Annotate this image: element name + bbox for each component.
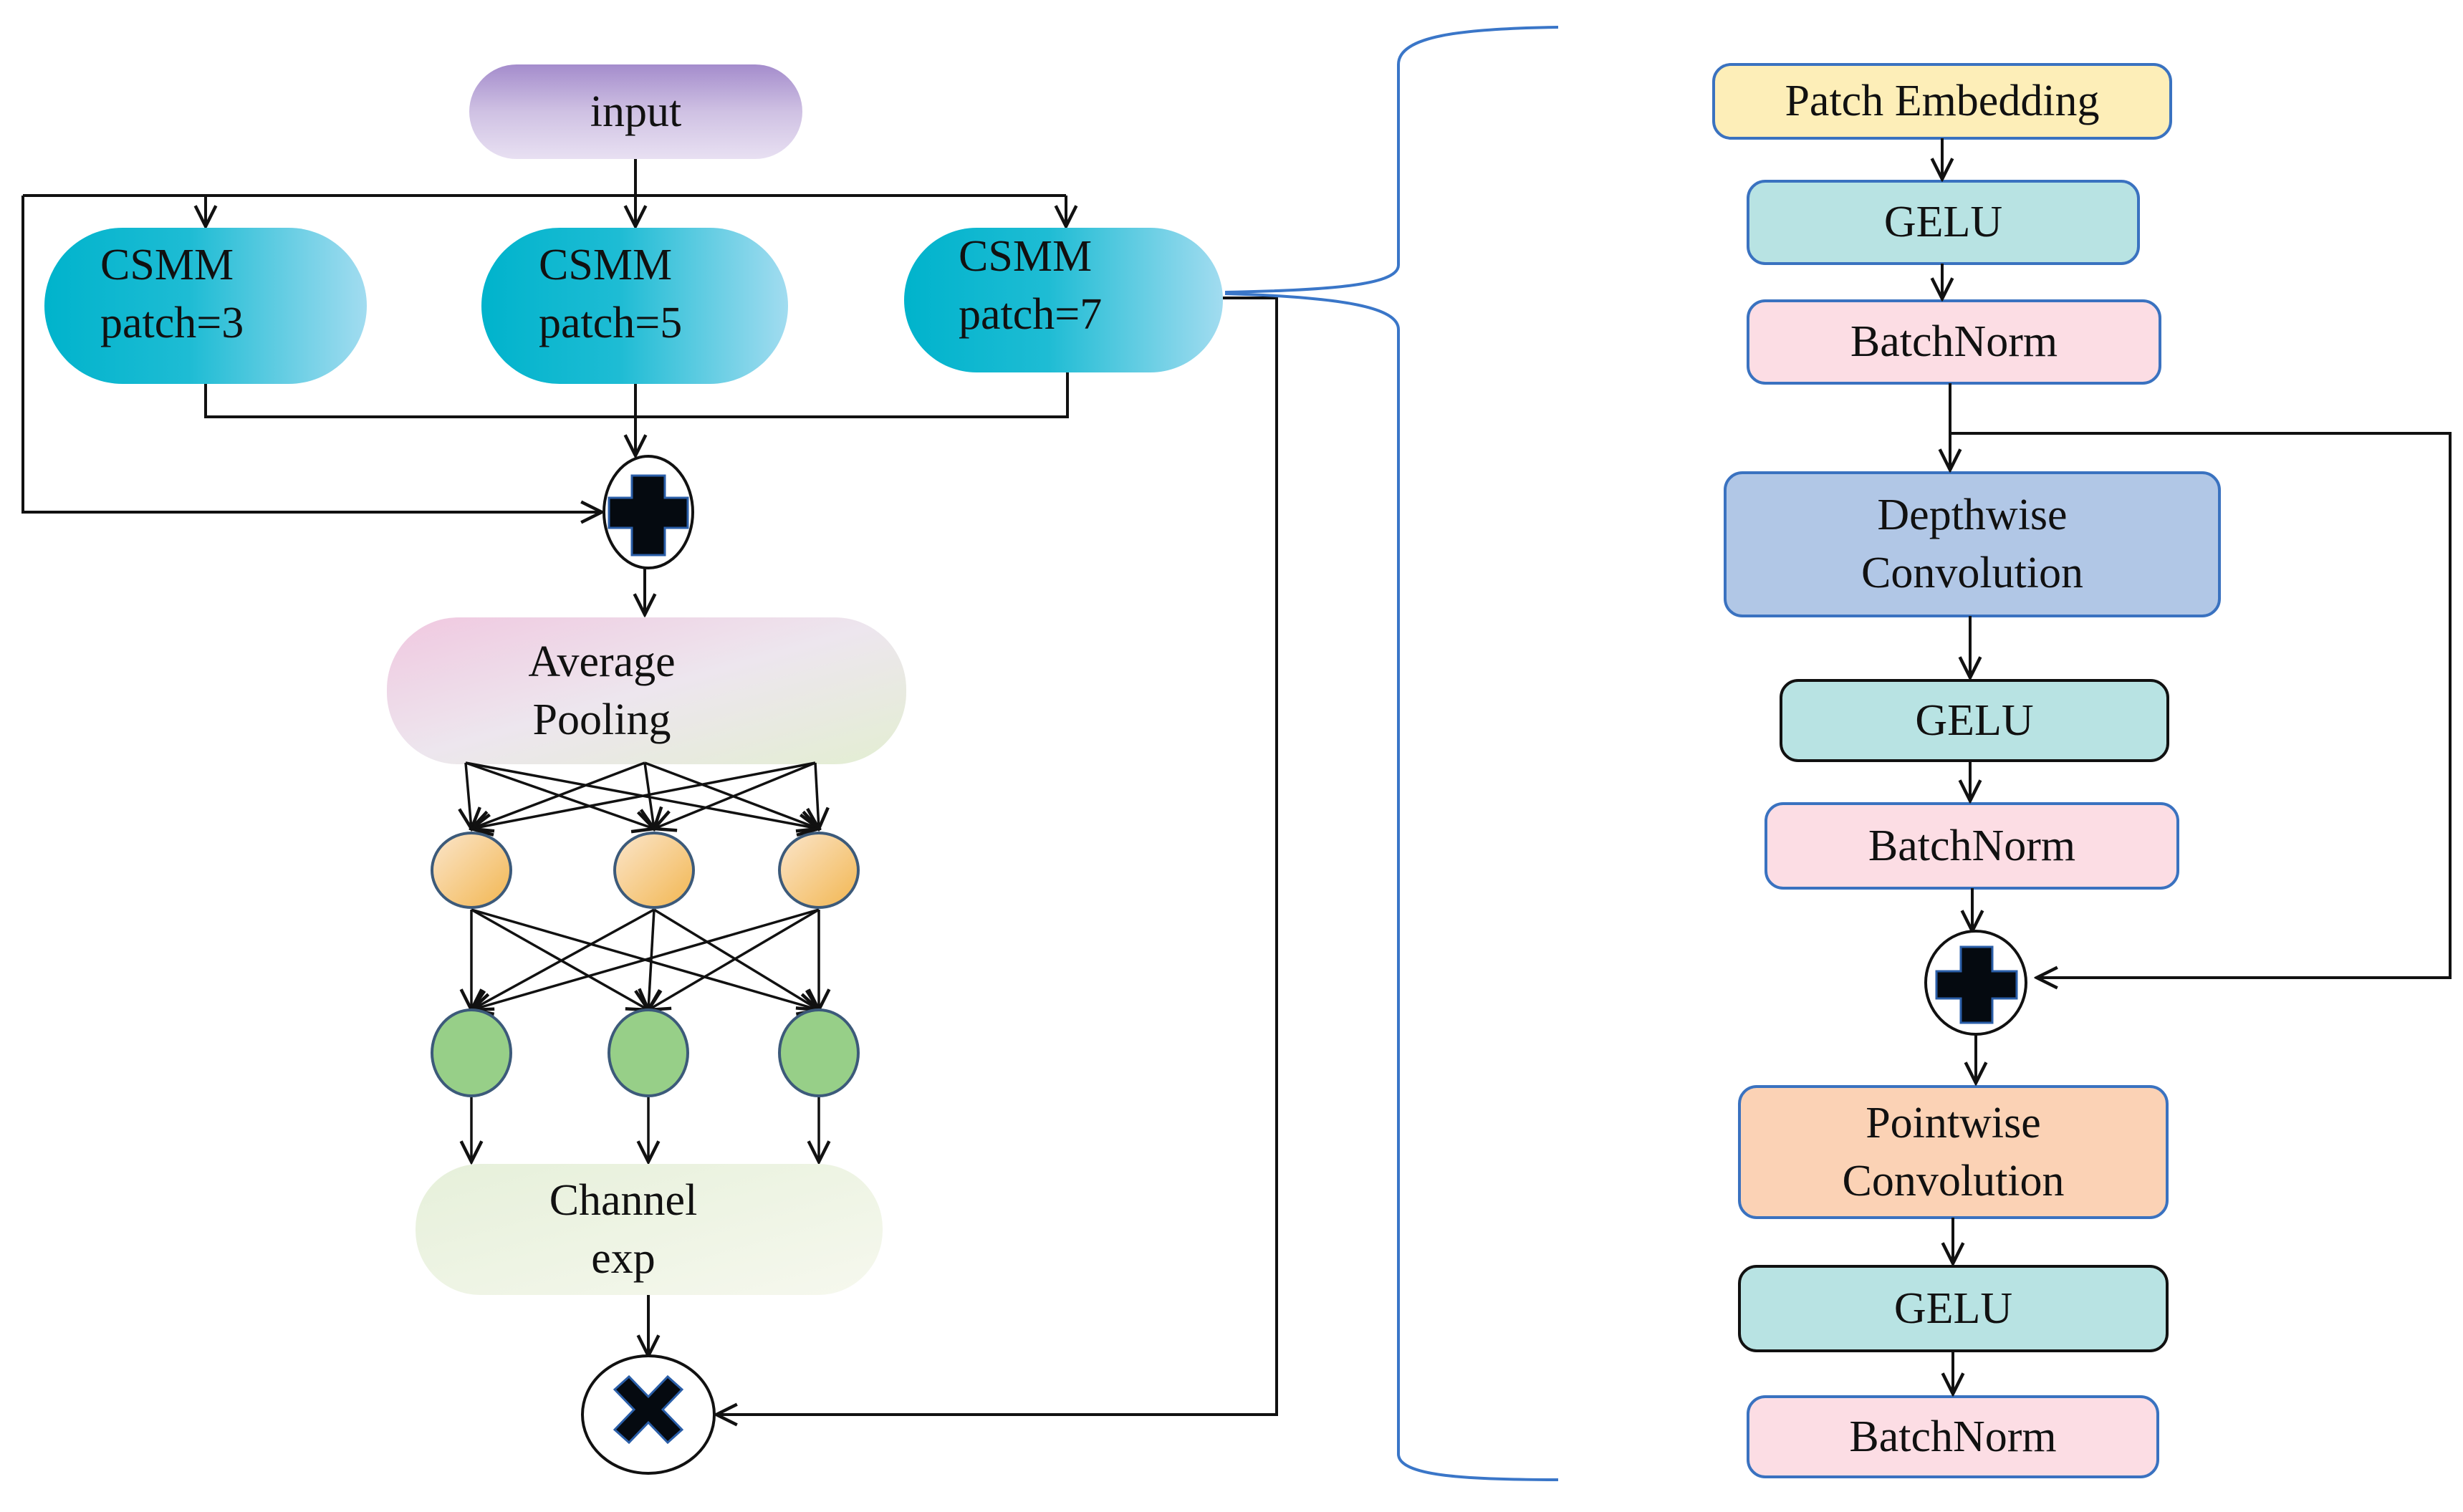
hidden-neuron <box>613 832 695 909</box>
multiply-icon <box>613 1374 684 1445</box>
multiply-operation <box>581 1354 716 1475</box>
channel-exp-node <box>416 1164 883 1295</box>
csmm-label-patch7: CSMM patch=7 <box>959 228 1216 368</box>
fc-nodes <box>431 832 860 1097</box>
fc-edge <box>653 908 819 1010</box>
csmm-label-patch3: CSMM patch=3 <box>100 236 358 380</box>
fc-edge <box>471 908 655 1010</box>
output-neuron <box>608 1008 689 1097</box>
fc-edge <box>471 761 645 829</box>
csmm-node-patch3 <box>44 228 367 384</box>
block-norm <box>1747 299 2161 385</box>
hidden-neuron <box>778 832 860 909</box>
block-label-activation: GELU <box>1893 1284 2013 1333</box>
fc-edge <box>648 908 820 1010</box>
output-neuron <box>778 1008 860 1097</box>
block-depthwise <box>1724 471 2221 617</box>
left-module <box>21 64 1278 1475</box>
plus-icon <box>1935 945 2018 1024</box>
csmm-param: patch=7 <box>959 289 1103 339</box>
fc-edge <box>471 908 820 1010</box>
block-label-norm: BatchNorm <box>1850 317 2058 367</box>
expansion-brace <box>1224 26 1559 1481</box>
block-label-norm: BatchNorm <box>1868 821 2076 870</box>
csmm-label-patch5: CSMM patch=5 <box>539 236 782 380</box>
hidden-neuron <box>431 832 512 909</box>
skip-connector <box>21 196 602 512</box>
right-module <box>1712 63 2452 1478</box>
channel-exp-label: Channel exp <box>549 1175 698 1283</box>
average-pooling-node <box>387 617 906 764</box>
block-label-activation: GELU <box>1883 198 2003 247</box>
input-node <box>469 64 802 159</box>
csmm-name: CSMM <box>959 232 1093 281</box>
add-operation <box>602 455 694 569</box>
add-operation <box>1924 930 2027 1036</box>
csmm-param: patch=3 <box>100 298 244 347</box>
skip-connector <box>1950 432 2452 978</box>
csmm-param: patch=5 <box>539 298 683 347</box>
output-neuron <box>431 1008 512 1097</box>
block-norm <box>1747 1395 2159 1478</box>
csmm-name: CSMM <box>100 241 234 289</box>
fc-edge <box>471 908 648 1010</box>
plus-icon <box>608 474 689 557</box>
block-label-embedding: Patch Embedding <box>1785 77 2100 126</box>
input-label: input <box>590 87 682 136</box>
block-activation <box>1780 679 2169 762</box>
csmm-name: CSMM <box>539 241 673 289</box>
csmm-node-patch7 <box>904 228 1223 372</box>
fc-edge <box>466 762 471 829</box>
block-label-pointwise: Pointwise Convolution <box>1842 1098 2065 1205</box>
block-label-activation: GELU <box>1915 695 2034 745</box>
block-label-depthwise: Depthwise Convolution <box>1861 491 2084 597</box>
fc-edge <box>471 761 816 829</box>
fc-connections <box>466 761 820 1162</box>
block-label-norm: BatchNorm <box>1849 1412 2057 1461</box>
average-pooling-label: Average Pooling <box>528 637 676 744</box>
skip-connector <box>716 297 1278 1415</box>
fc-edge <box>815 762 819 829</box>
fc-edge <box>654 761 816 829</box>
csmm-node-patch5 <box>481 228 788 384</box>
